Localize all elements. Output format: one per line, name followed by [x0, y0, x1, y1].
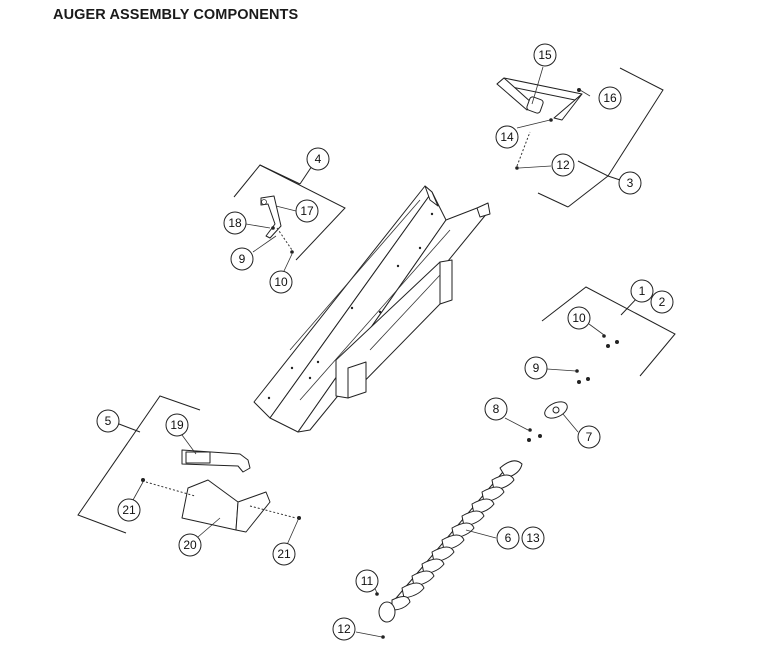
svg-text:9: 9 [239, 252, 246, 266]
callout-11: 11 [355, 569, 379, 593]
svg-text:3: 3 [627, 176, 634, 190]
svg-text:12: 12 [337, 622, 351, 636]
callout-10-right: 10 [567, 306, 591, 330]
callout-12-top: 12 [551, 153, 575, 177]
svg-text:21: 21 [277, 547, 291, 561]
svg-text:11: 11 [361, 574, 374, 588]
svg-text:18: 18 [228, 216, 242, 230]
svg-text:4: 4 [315, 152, 322, 166]
svg-text:1: 1 [639, 284, 646, 298]
callout-20: 20 [178, 533, 202, 557]
bearing-flange [527, 401, 568, 442]
svg-text:12: 12 [556, 158, 570, 172]
svg-text:5: 5 [105, 414, 112, 428]
callout-16: 16 [598, 86, 622, 110]
callout-13: 13 [521, 526, 545, 550]
callout-8: 8 [484, 397, 508, 421]
callout-19: 19 [165, 413, 189, 437]
leader-lines [132, 66, 605, 638]
callout-6: 6 [496, 526, 520, 550]
group-bracket-4 [233, 164, 346, 261]
callout-4: 4 [306, 147, 330, 171]
svg-text:7: 7 [586, 430, 593, 444]
callout-9-right: 9 [524, 356, 548, 380]
callout-7: 7 [577, 425, 601, 449]
svg-text:2: 2 [659, 295, 666, 309]
group-bracket-5 [77, 395, 201, 534]
callout-21-left: 21 [117, 498, 141, 522]
svg-text:19: 19 [170, 418, 184, 432]
auger-trough [253, 185, 491, 433]
svg-text:20: 20 [183, 538, 197, 552]
svg-text:8: 8 [493, 402, 500, 416]
callout-21-right: 21 [272, 542, 296, 566]
hardware-group [575, 334, 619, 384]
callout-10-left: 10 [269, 270, 293, 294]
svg-text:13: 13 [526, 531, 540, 545]
link-plate [260, 195, 294, 254]
mounting-brackets [141, 449, 301, 533]
svg-text:14: 14 [500, 130, 514, 144]
callout-12-bottom: 12 [332, 617, 356, 641]
callout-17: 17 [295, 199, 319, 223]
callout-3: 3 [618, 171, 642, 195]
svg-text:21: 21 [122, 503, 136, 517]
callout-14: 14 [495, 125, 519, 149]
page-title: AUGER ASSEMBLY COMPONENTS [53, 7, 299, 23]
callout-5: 5 [96, 409, 120, 433]
callout-18: 18 [223, 211, 247, 235]
svg-text:10: 10 [274, 275, 288, 289]
svg-text:15: 15 [538, 48, 552, 62]
callout-2: 2 [650, 290, 674, 314]
callout-1: 1 [630, 279, 654, 303]
callout-15: 15 [533, 43, 557, 67]
svg-text:16: 16 [603, 91, 617, 105]
svg-text:6: 6 [505, 531, 512, 545]
svg-text:10: 10 [572, 311, 586, 325]
svg-text:9: 9 [533, 361, 540, 375]
callout-9-left: 9 [230, 247, 254, 271]
auger-flighting [375, 460, 523, 639]
svg-text:17: 17 [300, 204, 314, 218]
hitch-bracket [496, 77, 583, 170]
